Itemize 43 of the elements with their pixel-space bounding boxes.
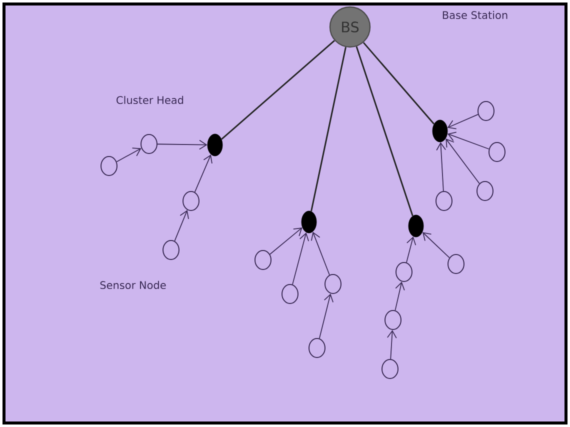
sensor-node-circle [254,250,272,270]
cluster-head-dot [408,214,424,238]
arrow [386,330,397,360]
arrow [157,140,208,150]
arrow [292,232,310,285]
sensor-node-circle [100,156,118,176]
sensor-node-circle [162,240,180,260]
arrow [318,294,334,339]
sensor-node-circle [384,310,402,330]
link-line [221,40,335,140]
sensor-node-circle [324,274,342,294]
sensor-node-circle [448,254,464,274]
sensor-node-circle [140,134,158,154]
arrow [174,210,189,242]
sensor-node-circle [382,358,398,379]
link-line [362,42,435,125]
cluster-head-dot [301,210,317,234]
sensor-node-circle [476,180,494,201]
arrow [270,228,302,255]
arrow [116,148,142,162]
link-line [310,47,346,212]
sensor-node-circle [478,101,494,121]
sensor-node-circle [396,262,412,282]
label: Sensor Node [100,280,166,290]
sensor-node-circle [308,338,326,358]
cluster-head-dot [207,134,223,156]
sensor-node-circle [182,191,200,211]
arrow [194,154,212,192]
arrow [310,232,330,276]
arrow [406,236,416,263]
sensor-node-circle [282,284,298,304]
cluster-head-dot [432,120,448,142]
arrow [422,232,450,258]
arrow [394,282,405,311]
arrow [436,142,446,192]
arrow [447,132,490,150]
label: Cluster Head [116,96,184,104]
label: Base Station [442,10,508,20]
sensor-node-circle [436,191,452,211]
sensor-node-circle [488,142,506,162]
arrow [446,138,480,184]
link-line [356,46,414,216]
arrow [447,114,478,130]
